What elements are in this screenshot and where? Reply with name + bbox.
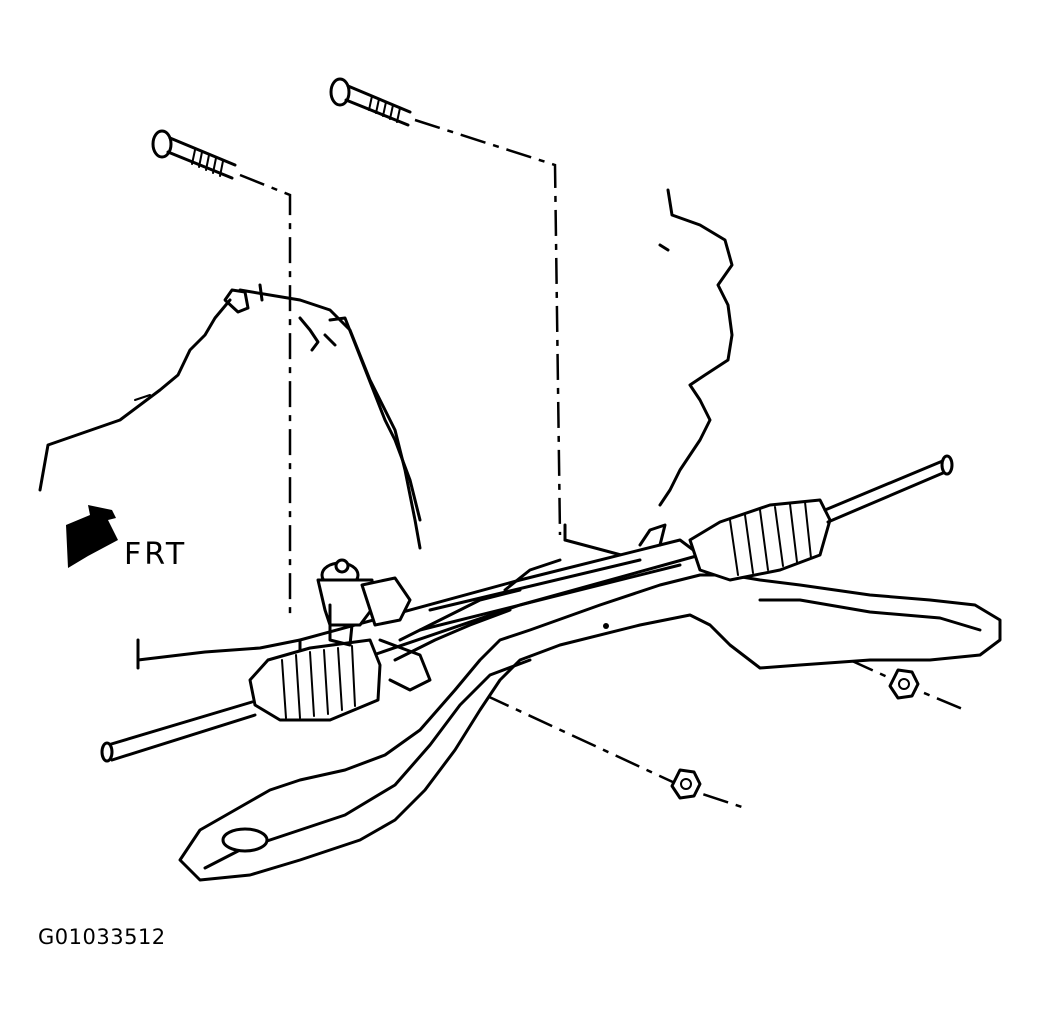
right-boot	[688, 498, 832, 582]
upper-bolt-right	[329, 77, 412, 127]
front-arrow-icon	[66, 505, 118, 568]
body-panel-left	[38, 298, 302, 670]
lower-nut-right	[888, 668, 920, 700]
figure-id: G01033512	[38, 925, 166, 949]
valve-body	[316, 523, 667, 692]
crossmember	[178, 573, 1002, 882]
right-tie-rod	[823, 454, 954, 524]
left-tie-rod	[100, 700, 257, 763]
body-panel-right	[563, 188, 734, 562]
front-direction-label: FRT	[124, 537, 188, 572]
steering-column	[223, 283, 422, 550]
lower-nut-left	[670, 768, 702, 800]
left-boot	[248, 638, 382, 722]
upper-bolt-left	[151, 129, 237, 180]
